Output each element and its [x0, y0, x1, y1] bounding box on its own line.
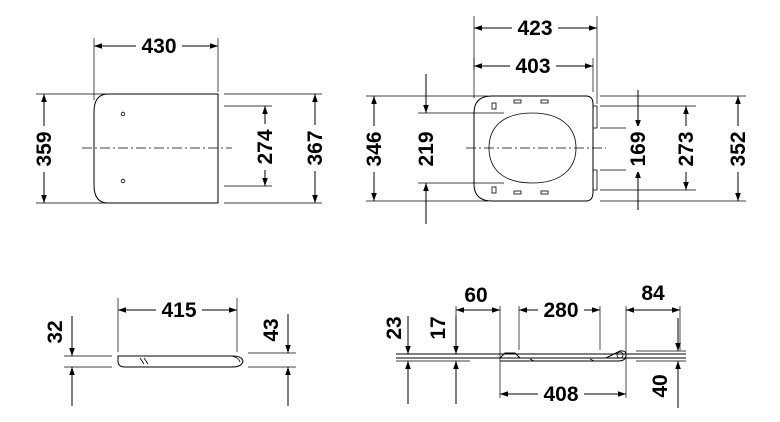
dim-ring-outer-width: 423 — [517, 17, 552, 40]
dim-ring-inner-right: 273 — [675, 131, 698, 166]
dim-detail-span-280: 280 — [543, 299, 578, 322]
dim-front-seat-width: 430 — [141, 35, 176, 58]
dim-detail-height-17: 17 — [427, 316, 450, 339]
dim-detail-offset-60: 60 — [464, 284, 487, 307]
dim-side-height-left: 32 — [44, 320, 67, 343]
dim-detail-height-23: 23 — [383, 316, 406, 339]
dim-side-length: 415 — [161, 299, 196, 322]
dim-front-lid-inner: 274 — [254, 129, 277, 164]
detail-side-view — [396, 306, 686, 408]
dim-ring-depth-left: 346 — [363, 131, 386, 166]
dim-ring-opening-left: 219 — [415, 131, 438, 166]
dim-front-seat-depth: 359 — [33, 131, 56, 166]
dim-detail-height-40: 40 — [649, 374, 672, 397]
dim-ring-inner-width: 403 — [515, 55, 550, 78]
lid-top-view — [36, 38, 322, 204]
dim-ring-depth-right: 352 — [727, 131, 750, 166]
ring-top-view — [366, 16, 746, 224]
dim-side-height-right: 43 — [260, 318, 283, 341]
dim-detail-length-408: 408 — [543, 383, 578, 406]
dim-ring-opening-right: 169 — [627, 131, 650, 166]
dim-front-lid-depth: 367 — [304, 130, 327, 165]
dim-detail-hinge-84: 84 — [641, 282, 665, 305]
